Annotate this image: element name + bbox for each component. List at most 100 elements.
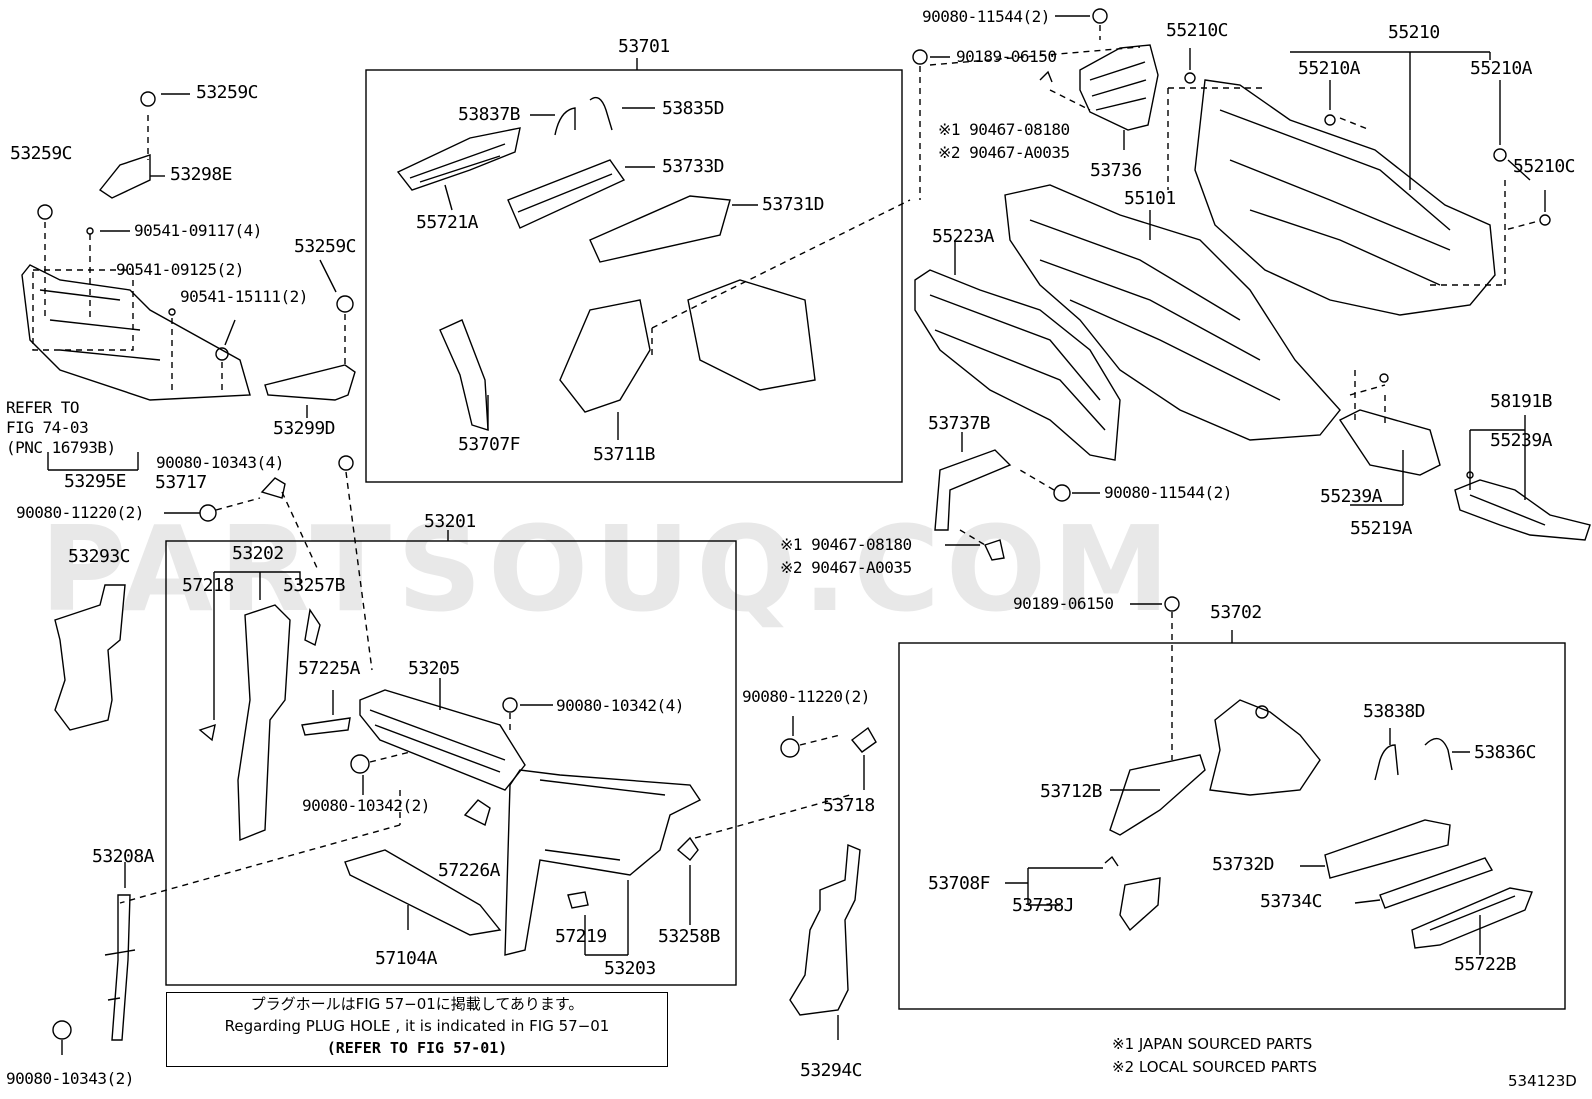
label-53733D[interactable]: 53733D xyxy=(662,156,725,177)
part-57225A-shape xyxy=(301,717,351,736)
label-90080-10343-b[interactable]: 90080-10343(2) xyxy=(6,1069,134,1088)
label-53208A[interactable]: 53208A xyxy=(92,846,155,867)
label-90080-11220-b[interactable]: 90080-11220(2) xyxy=(742,687,870,706)
label-53712B[interactable]: 53712B xyxy=(1040,781,1103,802)
label-53294C[interactable]: 53294C xyxy=(800,1060,863,1081)
part-53712B-shape xyxy=(1109,754,1206,836)
note-english: Regarding PLUG HOLE , it is indicated in… xyxy=(224,1017,610,1035)
label-55210A-left[interactable]: 55210A xyxy=(1298,58,1361,79)
label-55219A[interactable]: 55219A xyxy=(1350,518,1413,539)
label-53711B[interactable]: 53711B xyxy=(593,444,656,465)
label-53202[interactable]: 53202 xyxy=(232,543,284,564)
label-x2-90467-A0035-b[interactable]: ※2 90467-A0035 xyxy=(780,558,912,577)
label-57104A[interactable]: 57104A xyxy=(375,948,438,969)
label-90080-11544-a[interactable]: 90080-11544(2) xyxy=(922,7,1050,26)
label-53717[interactable]: 53717 xyxy=(155,472,207,493)
label-90080-10342-b[interactable]: 90080-10342(2) xyxy=(302,796,430,815)
label-55210[interactable]: 55210 xyxy=(1388,22,1440,43)
label-53258B[interactable]: 53258B xyxy=(658,926,721,947)
label-55722B[interactable]: 55722B xyxy=(1454,954,1517,975)
part-53838D-shape xyxy=(1374,744,1399,781)
part-53208A-shape xyxy=(104,894,136,1041)
label-53838D[interactable]: 53838D xyxy=(1363,701,1426,722)
footnote-local-sourced: ※2 LOCAL SOURCED PARTS xyxy=(1112,1058,1317,1076)
part-58191B-shape xyxy=(1454,479,1591,541)
label-53701[interactable]: 53701 xyxy=(618,36,670,57)
group-box-53701 xyxy=(365,69,903,483)
label-53738J[interactable]: 53738J xyxy=(1012,895,1075,916)
label-90080-11220-a[interactable]: 90080-11220(2) xyxy=(16,503,144,522)
label-53708F[interactable]: 53708F xyxy=(928,873,991,894)
part-53293C-shape xyxy=(54,584,126,731)
label-53259C-right[interactable]: 53259C xyxy=(294,236,357,257)
label-53203[interactable]: 53203 xyxy=(604,958,656,979)
part-53711B-pair xyxy=(687,279,816,391)
label-55223A[interactable]: 55223A xyxy=(932,226,995,247)
label-90541-09125[interactable]: 90541-09125(2) xyxy=(116,260,244,279)
part-55101-shape xyxy=(1004,184,1341,441)
label-53736[interactable]: 53736 xyxy=(1090,160,1142,181)
label-53734C[interactable]: 53734C xyxy=(1260,891,1323,912)
label-55239A-right[interactable]: 55239A xyxy=(1490,430,1553,451)
label-x1-90467-08180-a[interactable]: ※1 90467-08180 xyxy=(938,120,1070,139)
label-55210A-right[interactable]: 55210A xyxy=(1470,58,1533,79)
part-53711B-shape xyxy=(559,299,651,413)
label-90080-10342-a[interactable]: 90080-10342(4) xyxy=(556,696,684,715)
label-57218[interactable]: 57218 xyxy=(182,575,234,596)
label-57225A[interactable]: 57225A xyxy=(298,658,361,679)
figure-code: 534123D xyxy=(1508,1072,1577,1090)
label-53257B[interactable]: 53257B xyxy=(283,575,346,596)
part-55722B-shape xyxy=(1411,887,1533,949)
label-90189-06150-a[interactable]: 90189-06150 xyxy=(956,47,1057,66)
label-53299D[interactable]: 53299D xyxy=(273,418,336,439)
refer-line-3[interactable]: (PNC 16793B) xyxy=(6,438,116,457)
label-x2-90467-A0035-a[interactable]: ※2 90467-A0035 xyxy=(938,143,1070,162)
refer-line-2[interactable]: FIG 74-03 xyxy=(6,418,89,437)
label-90080-10343-a[interactable]: 90080-10343(4) xyxy=(156,453,284,472)
footnote-japan-sourced: ※1 JAPAN SOURCED PARTS xyxy=(1112,1035,1313,1053)
label-x1-90467-08180-b[interactable]: ※1 90467-08180 xyxy=(780,535,912,554)
note-japanese: プラグホールはFIG 57−01に掲載してあります。 xyxy=(250,995,584,1013)
label-53835D[interactable]: 53835D xyxy=(662,98,725,119)
part-53734C-shape xyxy=(1379,857,1494,909)
label-53732D[interactable]: 53732D xyxy=(1212,854,1275,875)
part-53733D-shape xyxy=(507,159,626,229)
part-53298E-shape xyxy=(98,154,151,199)
part-57104A-shape xyxy=(344,849,502,936)
part-53712B-pair xyxy=(1209,699,1321,796)
label-53259C-left[interactable]: 53259C xyxy=(10,143,73,164)
group-box-53201 xyxy=(165,540,737,986)
label-55101[interactable]: 55101 xyxy=(1124,188,1176,209)
part-clip-53737B xyxy=(984,539,1005,561)
label-57219[interactable]: 57219 xyxy=(555,926,607,947)
label-55721A[interactable]: 55721A xyxy=(416,212,479,233)
label-90080-11544-b[interactable]: 90080-11544(2) xyxy=(1104,483,1232,502)
label-53259C-top[interactable]: 53259C xyxy=(196,82,259,103)
note-refer[interactable]: (REFER TO FIG 57-01) xyxy=(326,1039,508,1057)
label-53201[interactable]: 53201 xyxy=(424,511,476,532)
label-55210C-top[interactable]: 55210C xyxy=(1166,20,1229,41)
label-53718[interactable]: 53718 xyxy=(823,795,875,816)
label-90189-06150-b[interactable]: 90189-06150 xyxy=(1013,594,1114,613)
label-53737B[interactable]: 53737B xyxy=(928,413,991,434)
label-53295E[interactable]: 53295E xyxy=(64,471,127,492)
label-53731D[interactable]: 53731D xyxy=(762,194,825,215)
label-53707F[interactable]: 53707F xyxy=(458,434,521,455)
label-55210C-right[interactable]: 55210C xyxy=(1513,156,1576,177)
label-53293C[interactable]: 53293C xyxy=(68,546,131,567)
part-53738J-shape xyxy=(1119,877,1161,932)
label-90541-09117[interactable]: 90541-09117(4) xyxy=(134,221,262,240)
label-53298E[interactable]: 53298E xyxy=(170,164,233,185)
part-53299D-shape xyxy=(264,364,356,401)
part-55210-shape xyxy=(1194,79,1496,316)
label-90541-15111[interactable]: 90541-15111(2) xyxy=(180,287,308,306)
label-53837B[interactable]: 53837B xyxy=(458,104,521,125)
label-53205[interactable]: 53205 xyxy=(408,658,460,679)
label-57226A[interactable]: 57226A xyxy=(438,860,501,881)
label-53836C[interactable]: 53836C xyxy=(1474,742,1537,763)
label-58191B[interactable]: 58191B xyxy=(1490,391,1553,412)
part-57226A-shape xyxy=(463,799,491,827)
label-55239A-left[interactable]: 55239A xyxy=(1320,486,1383,507)
label-53702[interactable]: 53702 xyxy=(1210,602,1262,623)
